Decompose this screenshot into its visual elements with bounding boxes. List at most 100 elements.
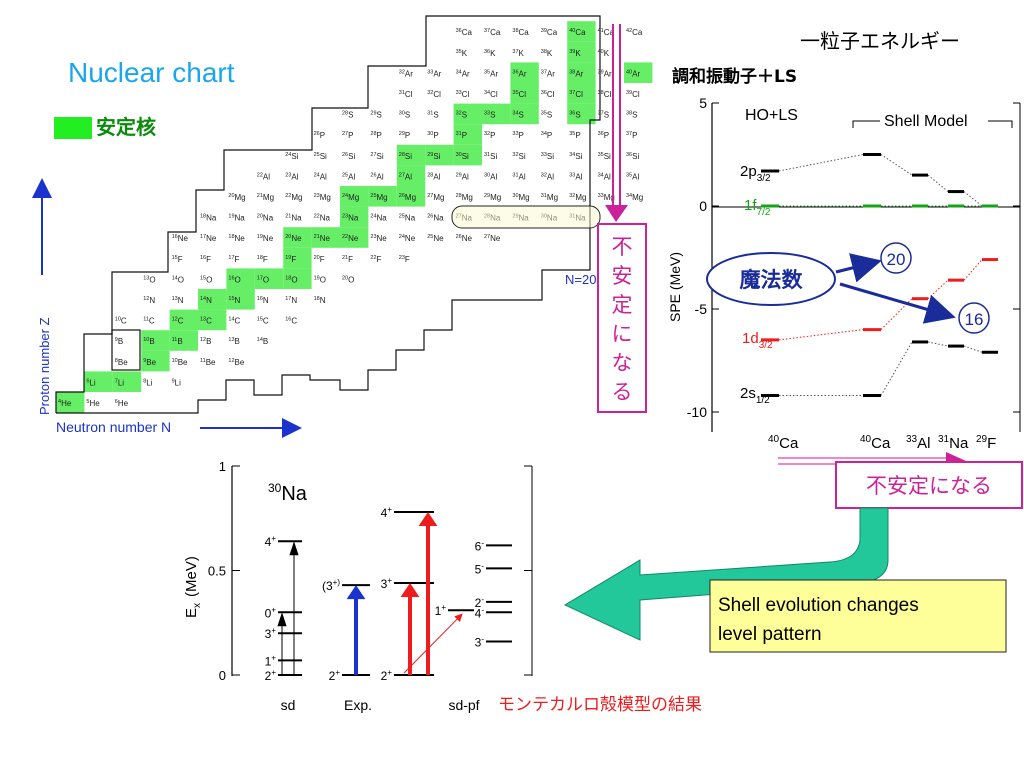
spin-label: 4+ — [265, 534, 277, 549]
isotope-label: 36Ar — [512, 69, 526, 78]
isotope-label: 32Mg — [569, 193, 586, 202]
shell-evolution-line2: level pattern — [718, 624, 822, 645]
isotope-label: 37Cl — [569, 90, 583, 99]
isotope-label: 14B — [257, 337, 268, 346]
isotope-label: 36Cl — [541, 90, 555, 99]
legend-label: 安定核 — [96, 115, 156, 139]
stable-cell — [425, 144, 454, 166]
isotope-label: 35Si — [598, 152, 611, 161]
level-tick-label: 0.5 — [208, 564, 226, 579]
spe-connector — [963, 191, 983, 207]
isotope-label: 21Ne — [314, 234, 331, 243]
isotope-label: 9Li — [172, 378, 182, 387]
spin-label: 5- — [475, 561, 485, 576]
isotope-label: 20Ne — [285, 234, 302, 243]
isotope-label: 39Ca — [541, 28, 558, 37]
spe-ticks: 50-5-10 — [687, 95, 1020, 420]
green-curved-arrow — [563, 507, 889, 641]
stable-cell — [226, 289, 255, 310]
isotope-label: 31P — [456, 131, 467, 140]
isotope-label: 18F — [257, 255, 268, 264]
isotope-label: 17F — [228, 255, 239, 264]
isotope-label: 26Si — [342, 152, 355, 161]
isotope-label: 16O — [228, 275, 240, 284]
isotope-label: 40Ar — [626, 69, 640, 78]
isotope-label: 31Cl — [399, 90, 413, 99]
n-axis-label: Neutron number N — [56, 419, 171, 435]
magic-16: 16 — [965, 310, 984, 329]
stable-cell — [340, 227, 369, 248]
isotope-label: 33Mg — [598, 193, 615, 202]
z-axis-label: Proton number Z — [37, 317, 52, 415]
stable-cell — [396, 144, 426, 166]
isotope-label: 30Al — [484, 172, 497, 181]
isotope-label: 22Ne — [342, 234, 359, 243]
magic-arrow-16 — [839, 282, 956, 324]
isotope-label: 38Cl — [598, 90, 612, 99]
orbit-2p: 2p3/2 — [740, 163, 771, 184]
isotope-label: 23F — [399, 255, 410, 264]
spin-label: 0+ — [265, 605, 277, 620]
isotope-label: 34Al — [598, 172, 611, 181]
isotope-label: 37Ca — [484, 28, 501, 37]
isotope-label: 13O — [143, 275, 155, 284]
magic-16-circle — [958, 302, 990, 334]
isotope-label: 24Mg — [342, 193, 359, 202]
shell-bracket-left — [852, 120, 880, 128]
isotope-label: 19Ne — [257, 234, 274, 243]
spe-xlabel: 40Ca — [860, 434, 891, 452]
spin-label: 3- — [475, 635, 485, 650]
isotope-label: 19F — [285, 255, 296, 264]
isotope-label: 30Mg — [512, 193, 529, 202]
isotope-label: 18N — [314, 296, 326, 305]
isotope-label: 38Ca — [512, 28, 529, 37]
isotope-label: 18Na — [200, 214, 217, 223]
stable-cell — [510, 83, 539, 104]
isotope-label: 23Mg — [314, 193, 331, 202]
isotope-label: 33P — [512, 131, 523, 140]
magic-number-oval — [706, 252, 836, 306]
vertical-char: な — [612, 351, 633, 375]
isotope-label: 13C — [200, 317, 212, 326]
level-lines: 2+1+3+0+4+2+(3+)2+3+4+1+3-4-2-5-6- — [265, 505, 512, 683]
isotope-label: 33Ar — [427, 69, 441, 78]
spe-subtitle: 調和振動子＋LS — [672, 66, 797, 87]
isotope-label: 19Na — [228, 214, 245, 223]
isotope-label: 38S — [626, 111, 637, 120]
isotope-label: 28Mg — [456, 193, 473, 202]
isotope-label: 7Li — [115, 378, 125, 387]
level-ticks: 10.50 — [208, 459, 532, 683]
isotope-label: 41Ca — [598, 28, 615, 37]
isotope-label: 33S — [484, 111, 495, 120]
isotope-label: 36P — [598, 131, 609, 140]
unstable-vertical-box — [597, 223, 647, 413]
stable-cell — [340, 186, 369, 207]
spin-label: 2+ — [381, 668, 393, 683]
unstable-box — [835, 461, 1023, 509]
isotope-label: 6He — [115, 399, 129, 408]
isotope-label: 16Ne — [172, 234, 189, 243]
isotope-label: 20O — [342, 275, 354, 284]
isotope-label: 39K — [569, 49, 581, 58]
shell-evolution-line1: Shell evolution changes — [718, 595, 919, 616]
stable-cell — [141, 350, 170, 372]
spe-plot: 一粒子エネルギー 調和振動子＋LS 50-5-10 SPE (MeV) HO+L… — [667, 29, 1021, 452]
isotope-label: 34P — [541, 131, 552, 140]
spe-connector — [927, 174, 949, 192]
spe-tick-label: -10 — [687, 404, 707, 420]
stable-cell — [482, 103, 511, 125]
isotope-label: 40Ca — [569, 28, 586, 37]
isotope-label: 23Ne — [370, 234, 387, 243]
level-scheme: 10.50 Ex(MeV) 30Na 2+1+3+0+4+2+(3+)2+3+4… — [183, 459, 702, 715]
stable-cell — [453, 124, 482, 145]
shell-bracket-right — [988, 120, 1013, 128]
stable-cell — [254, 268, 284, 289]
isotope-label: 35S — [541, 111, 552, 120]
orbit-1f: 1f7/2 — [744, 197, 771, 218]
isotope-label: 14C — [228, 317, 240, 326]
stable-cell — [567, 41, 596, 63]
isotope-label: 14O — [172, 275, 184, 284]
spin-label: 3+ — [381, 576, 393, 591]
